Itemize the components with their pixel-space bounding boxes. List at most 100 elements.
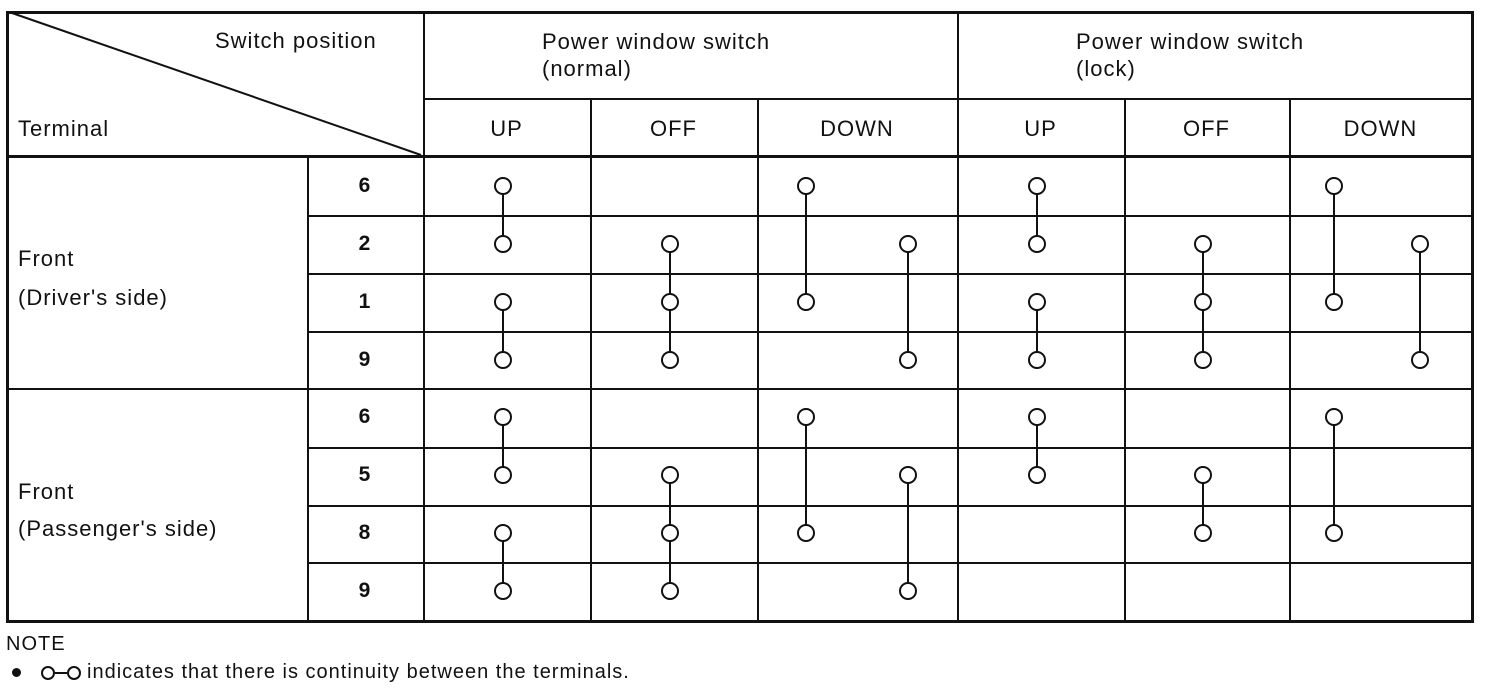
continuity-line — [1333, 417, 1335, 533]
terminal-circle-icon — [493, 293, 512, 311]
terminal-circle-icon — [1411, 351, 1429, 369]
terminal-number: 6 — [358, 405, 372, 428]
continuity-line — [1035, 302, 1038, 360]
terminal-circle-icon — [899, 351, 917, 369]
terminal-circle-icon — [493, 466, 512, 484]
switch-position-label: Switch position — [215, 28, 377, 53]
diagonal-corner-line — [11, 12, 422, 156]
terminal-number: 5 — [358, 463, 372, 486]
terminal-circle-icon — [493, 582, 512, 600]
row-line — [307, 447, 1472, 449]
terminal-number: 8 — [358, 521, 372, 544]
continuity-line — [1333, 186, 1335, 302]
terminal-circle-icon — [1325, 293, 1343, 311]
terminal-number: 6 — [358, 174, 372, 197]
terminal-circle-icon — [1027, 351, 1046, 369]
continuity-line — [805, 186, 807, 302]
terminal-circle-icon — [797, 408, 815, 426]
terminal-circle-icon — [493, 235, 512, 253]
terminal-circle-icon — [1325, 524, 1343, 542]
terminal-circle-icon — [1193, 524, 1212, 542]
terminal-number: 1 — [358, 290, 372, 313]
terminal-circle-icon — [1193, 466, 1212, 484]
column-line — [590, 98, 592, 620]
table-border-top — [6, 11, 1474, 14]
table-border-bottom — [6, 620, 1474, 623]
terminal-label: Terminal — [18, 116, 110, 141]
terminal-circle-icon — [493, 408, 512, 426]
terminal-circle-icon — [1027, 177, 1046, 195]
continuity-line — [907, 475, 909, 591]
row-line — [307, 273, 1472, 275]
section-passenger-name: Front — [18, 479, 75, 504]
terminal-circle-icon — [660, 582, 679, 600]
column-line — [957, 11, 959, 620]
terminal-circle-icon — [660, 351, 679, 369]
continuity-line — [501, 302, 504, 360]
group-subheader-divider — [423, 98, 1474, 100]
terminal-circle-icon — [660, 524, 679, 542]
terminal-circle-icon — [1027, 235, 1046, 253]
terminal-circle-icon — [1027, 293, 1046, 311]
terminal-circle-icon — [493, 524, 512, 542]
section-driver-subname: (Driver's side) — [18, 285, 168, 310]
terminal-circle-icon — [797, 293, 815, 311]
terminal-circle-icon — [1193, 235, 1212, 253]
section-passenger-subname: (Passenger's side) — [18, 516, 218, 541]
terminal-number: 2 — [358, 232, 372, 255]
terminal-circle-icon — [660, 235, 679, 253]
continuity-symbol-icon — [41, 665, 81, 680]
terminal-circle-icon — [797, 524, 815, 542]
terminal-circle-icon — [660, 466, 679, 484]
table-border-left — [6, 11, 9, 623]
position-header-off: OFF — [1183, 116, 1230, 141]
continuity-line — [1035, 186, 1038, 244]
position-header-up: UP — [490, 116, 523, 141]
continuity-line — [907, 244, 909, 360]
terminal-circle-icon — [1027, 466, 1046, 484]
continuity-line — [501, 533, 504, 591]
bullet-icon — [12, 668, 21, 677]
position-header-up: UP — [1024, 116, 1057, 141]
position-header-off: OFF — [650, 116, 697, 141]
terminal-number: 9 — [358, 348, 372, 371]
column-line — [1124, 98, 1126, 620]
terminal-circle-icon — [899, 466, 917, 484]
group-normal-title: Power window switch — [542, 29, 771, 54]
group-normal-subtitle: (normal) — [542, 56, 632, 81]
group-lock-subtitle: (lock) — [1076, 56, 1136, 81]
terminal-number: 9 — [358, 579, 372, 602]
section-driver-name: Front — [18, 246, 75, 271]
continuity-line — [501, 186, 504, 244]
row-line — [307, 505, 1472, 507]
header-divider — [6, 155, 1474, 158]
column-line — [1289, 98, 1291, 620]
row-line — [307, 562, 1472, 564]
position-header-down: DOWN — [820, 116, 894, 141]
continuity-line — [805, 417, 807, 533]
terminal-circle-icon — [1193, 293, 1212, 311]
note-title: NOTE — [6, 633, 66, 655]
terminal-circle-icon — [493, 177, 512, 195]
note-line: indicates that there is continuity betwe… — [6, 661, 630, 684]
terminal-circle-icon — [1411, 235, 1429, 253]
continuity-line — [1201, 475, 1204, 533]
table-border-right — [1471, 11, 1474, 623]
terminal-circle-icon — [1193, 351, 1212, 369]
section-divider — [6, 388, 1474, 390]
terminal-circle-icon — [899, 582, 917, 600]
terminal-circle-icon — [1027, 408, 1046, 426]
terminal-circle-icon — [660, 293, 679, 311]
terminal-circle-icon — [493, 351, 512, 369]
note-text: indicates that there is continuity betwe… — [87, 661, 630, 683]
group-lock-title: Power window switch — [1076, 29, 1305, 54]
terminal-circle-icon — [899, 235, 917, 253]
terminal-circle-icon — [797, 177, 815, 195]
column-line — [757, 98, 759, 620]
column-line — [423, 11, 425, 620]
row-line — [307, 215, 1472, 217]
terminal-circle-icon — [1325, 408, 1343, 426]
terminal-circle-icon — [1325, 177, 1343, 195]
continuity-line — [501, 417, 504, 475]
